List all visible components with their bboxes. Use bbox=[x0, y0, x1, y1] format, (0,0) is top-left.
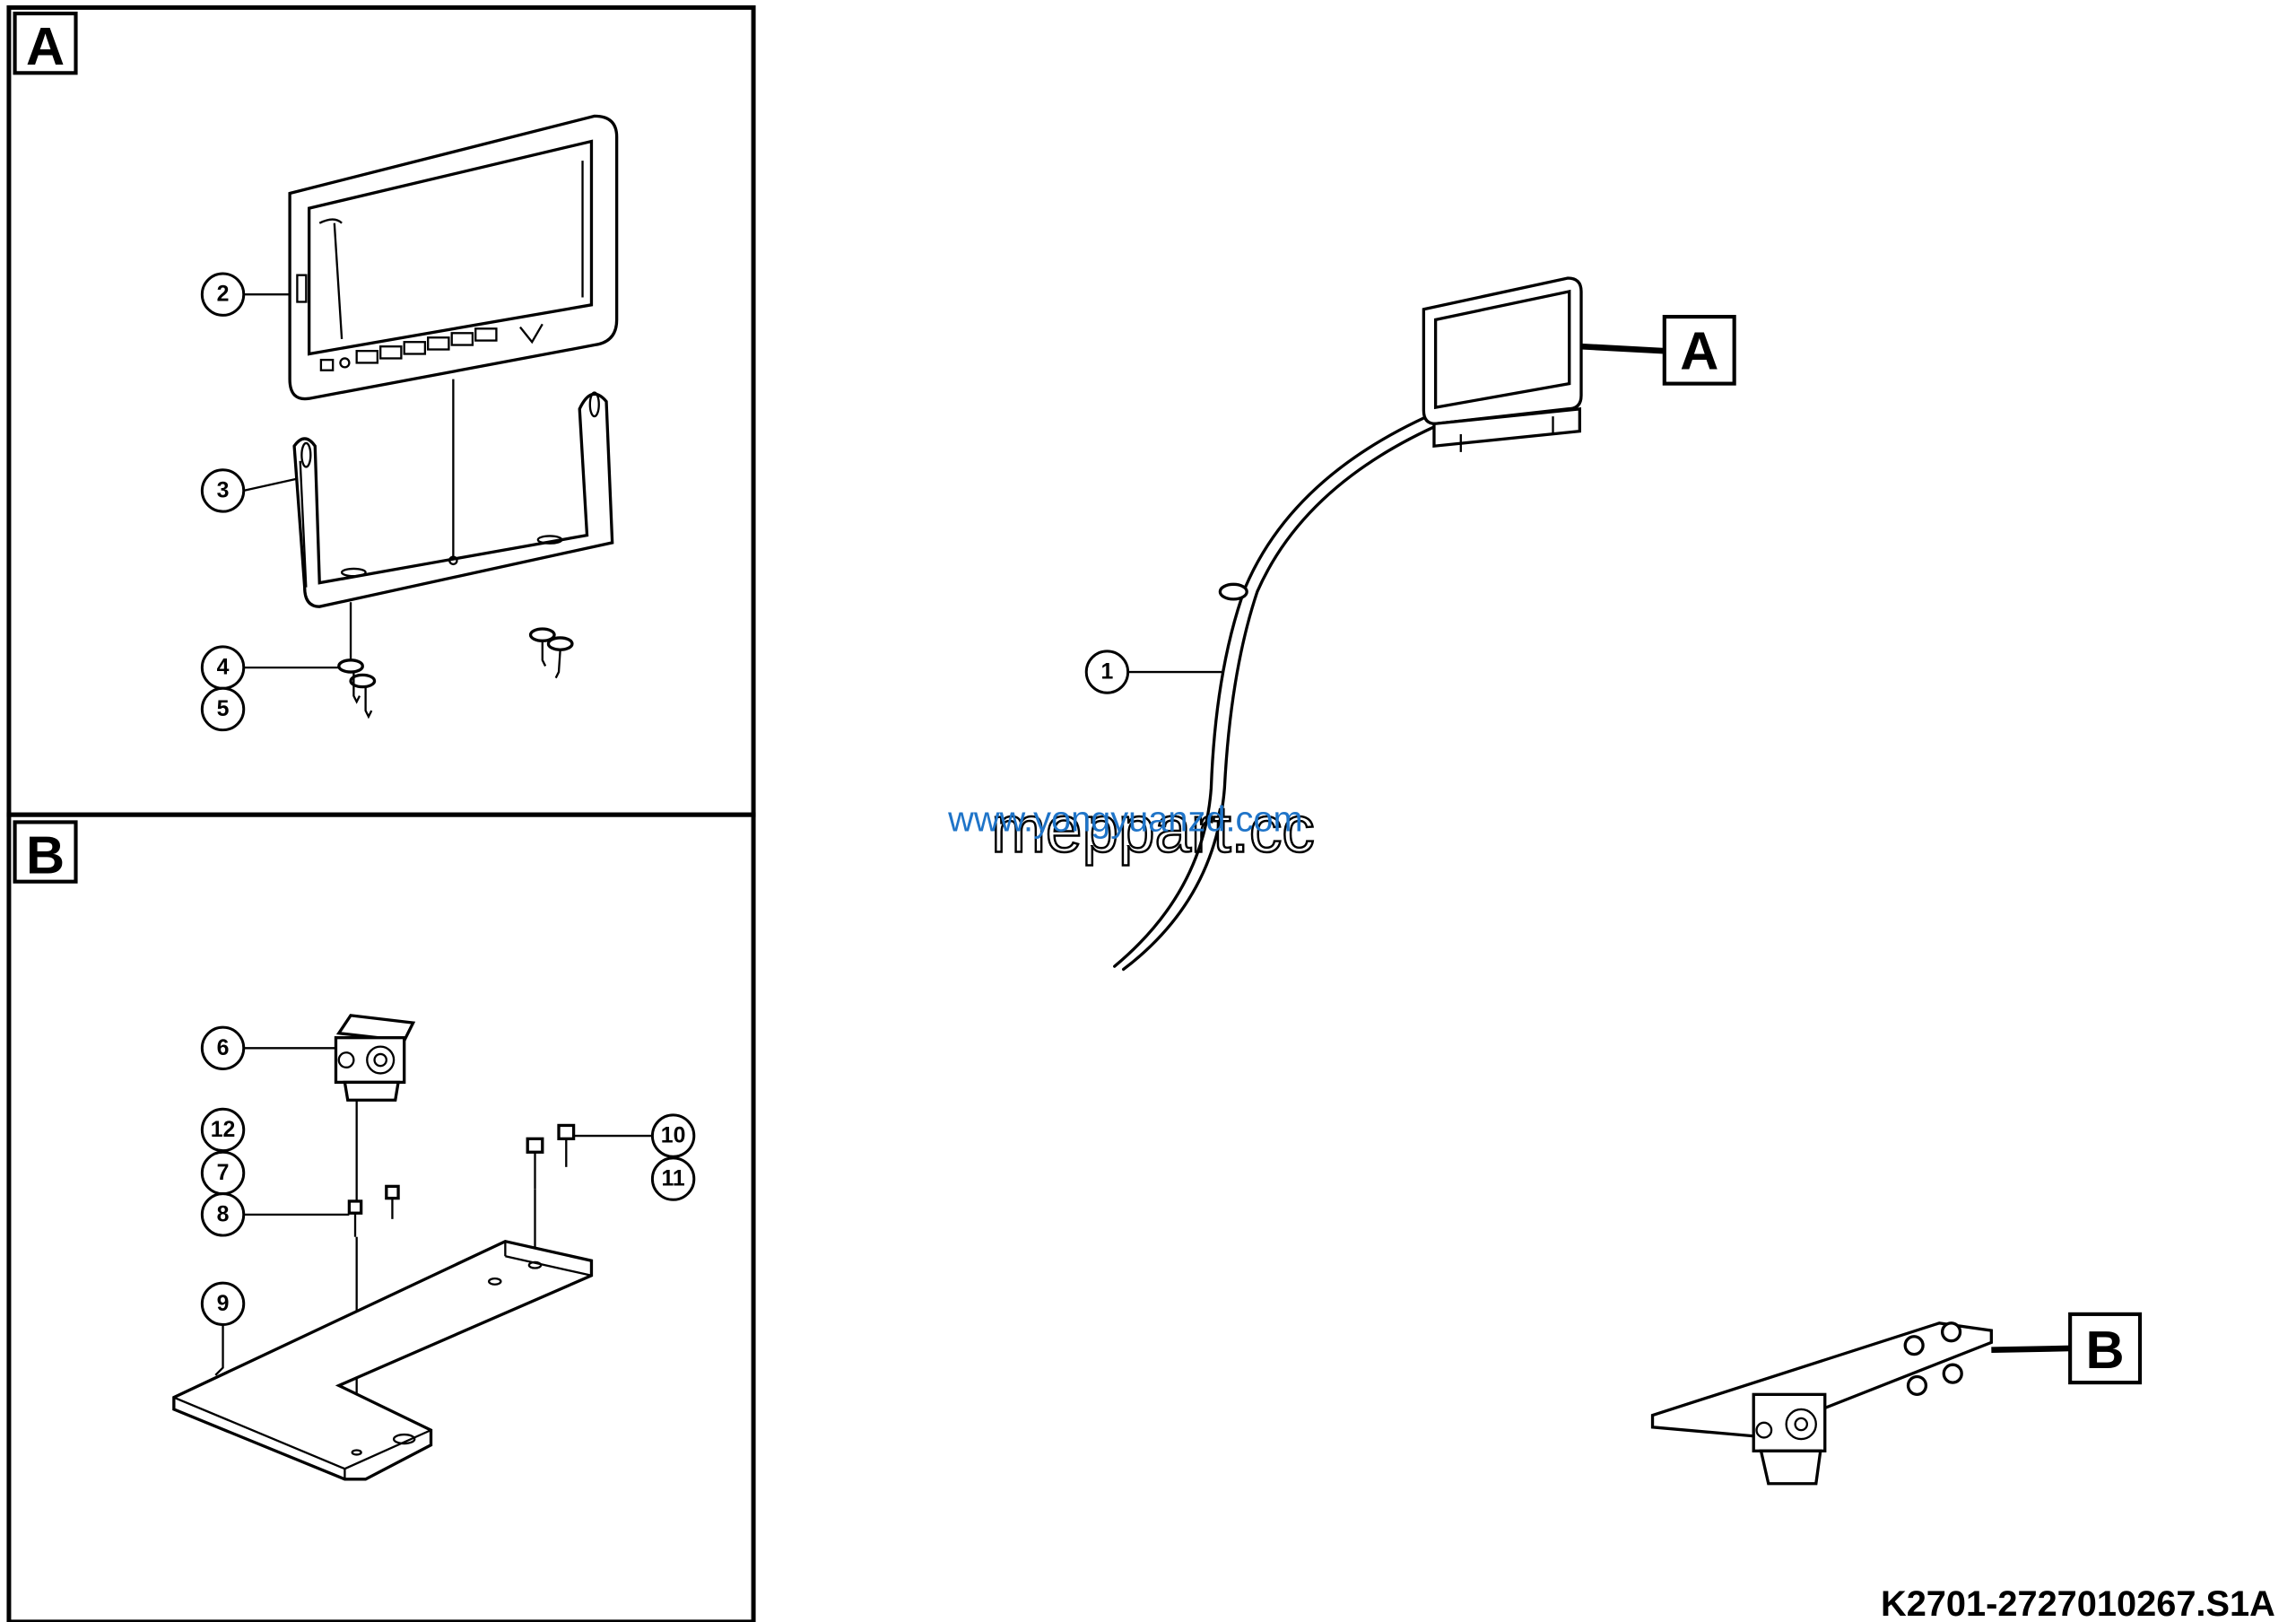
drawing-code: K2701-2727010267.S1A bbox=[1881, 1584, 2275, 1622]
callout-12: 12 bbox=[200, 1107, 246, 1153]
camera-drawing bbox=[334, 1014, 416, 1102]
screws-drawing bbox=[337, 627, 574, 719]
svg-text:6: 6 bbox=[217, 1036, 230, 1060]
callout-a-box bbox=[1662, 314, 1736, 386]
monitor-drawing bbox=[288, 114, 619, 401]
callout-9: 9 bbox=[200, 1281, 246, 1326]
callout-a-leader bbox=[1580, 343, 1665, 354]
panel-b-frame bbox=[6, 812, 756, 1622]
panel-a-label: A bbox=[26, 16, 65, 76]
panel-b-label-box bbox=[13, 820, 78, 884]
cable-drawing bbox=[1113, 412, 1447, 972]
callout-7: 7 bbox=[200, 1150, 246, 1196]
watermark-outline: meppart.cc bbox=[991, 794, 1315, 867]
overview-monitor-drawing bbox=[1422, 276, 1583, 452]
bolts-drawing bbox=[347, 1123, 576, 1237]
svg-text:10: 10 bbox=[661, 1124, 686, 1148]
svg-text:11: 11 bbox=[661, 1167, 684, 1191]
overview-camera-plate-drawing bbox=[1650, 1321, 1993, 1486]
svg-text:3: 3 bbox=[217, 478, 230, 502]
svg-text:2: 2 bbox=[217, 283, 230, 307]
callout-11: 11 bbox=[650, 1156, 696, 1201]
svg-text:8: 8 bbox=[217, 1202, 230, 1226]
callout-10: 10 bbox=[650, 1113, 696, 1158]
callout-1: 1 bbox=[1084, 650, 1130, 694]
callout-b-box bbox=[2068, 1312, 2143, 1385]
callout-b-leader bbox=[1991, 1345, 2071, 1353]
callout-6: 6 bbox=[200, 1025, 246, 1070]
callout-8: 8 bbox=[200, 1192, 246, 1237]
callout-a-label: A bbox=[1680, 321, 1718, 381]
svg-text:1: 1 bbox=[1101, 660, 1114, 685]
bracket-drawing bbox=[292, 391, 614, 608]
callout-5: 5 bbox=[200, 686, 246, 732]
svg-text:12: 12 bbox=[211, 1118, 236, 1142]
callout-4: 4 bbox=[200, 645, 246, 690]
callout-2: 2 bbox=[200, 272, 246, 317]
panel-a-frame bbox=[6, 4, 756, 817]
mounting-plate-drawing bbox=[172, 1239, 594, 1481]
callout-b-label: B bbox=[2086, 1320, 2125, 1380]
svg-text:4: 4 bbox=[217, 656, 230, 680]
callout-3: 3 bbox=[200, 468, 246, 513]
svg-text:5: 5 bbox=[217, 697, 230, 721]
svg-text:9: 9 bbox=[217, 1292, 230, 1316]
watermark-blue: www.yongyuanzd.com bbox=[947, 799, 1302, 839]
leader-lines bbox=[214, 293, 1222, 1376]
panel-b-label: B bbox=[26, 824, 65, 885]
svg-text:7: 7 bbox=[217, 1161, 230, 1185]
panel-a-label-box bbox=[13, 11, 78, 75]
